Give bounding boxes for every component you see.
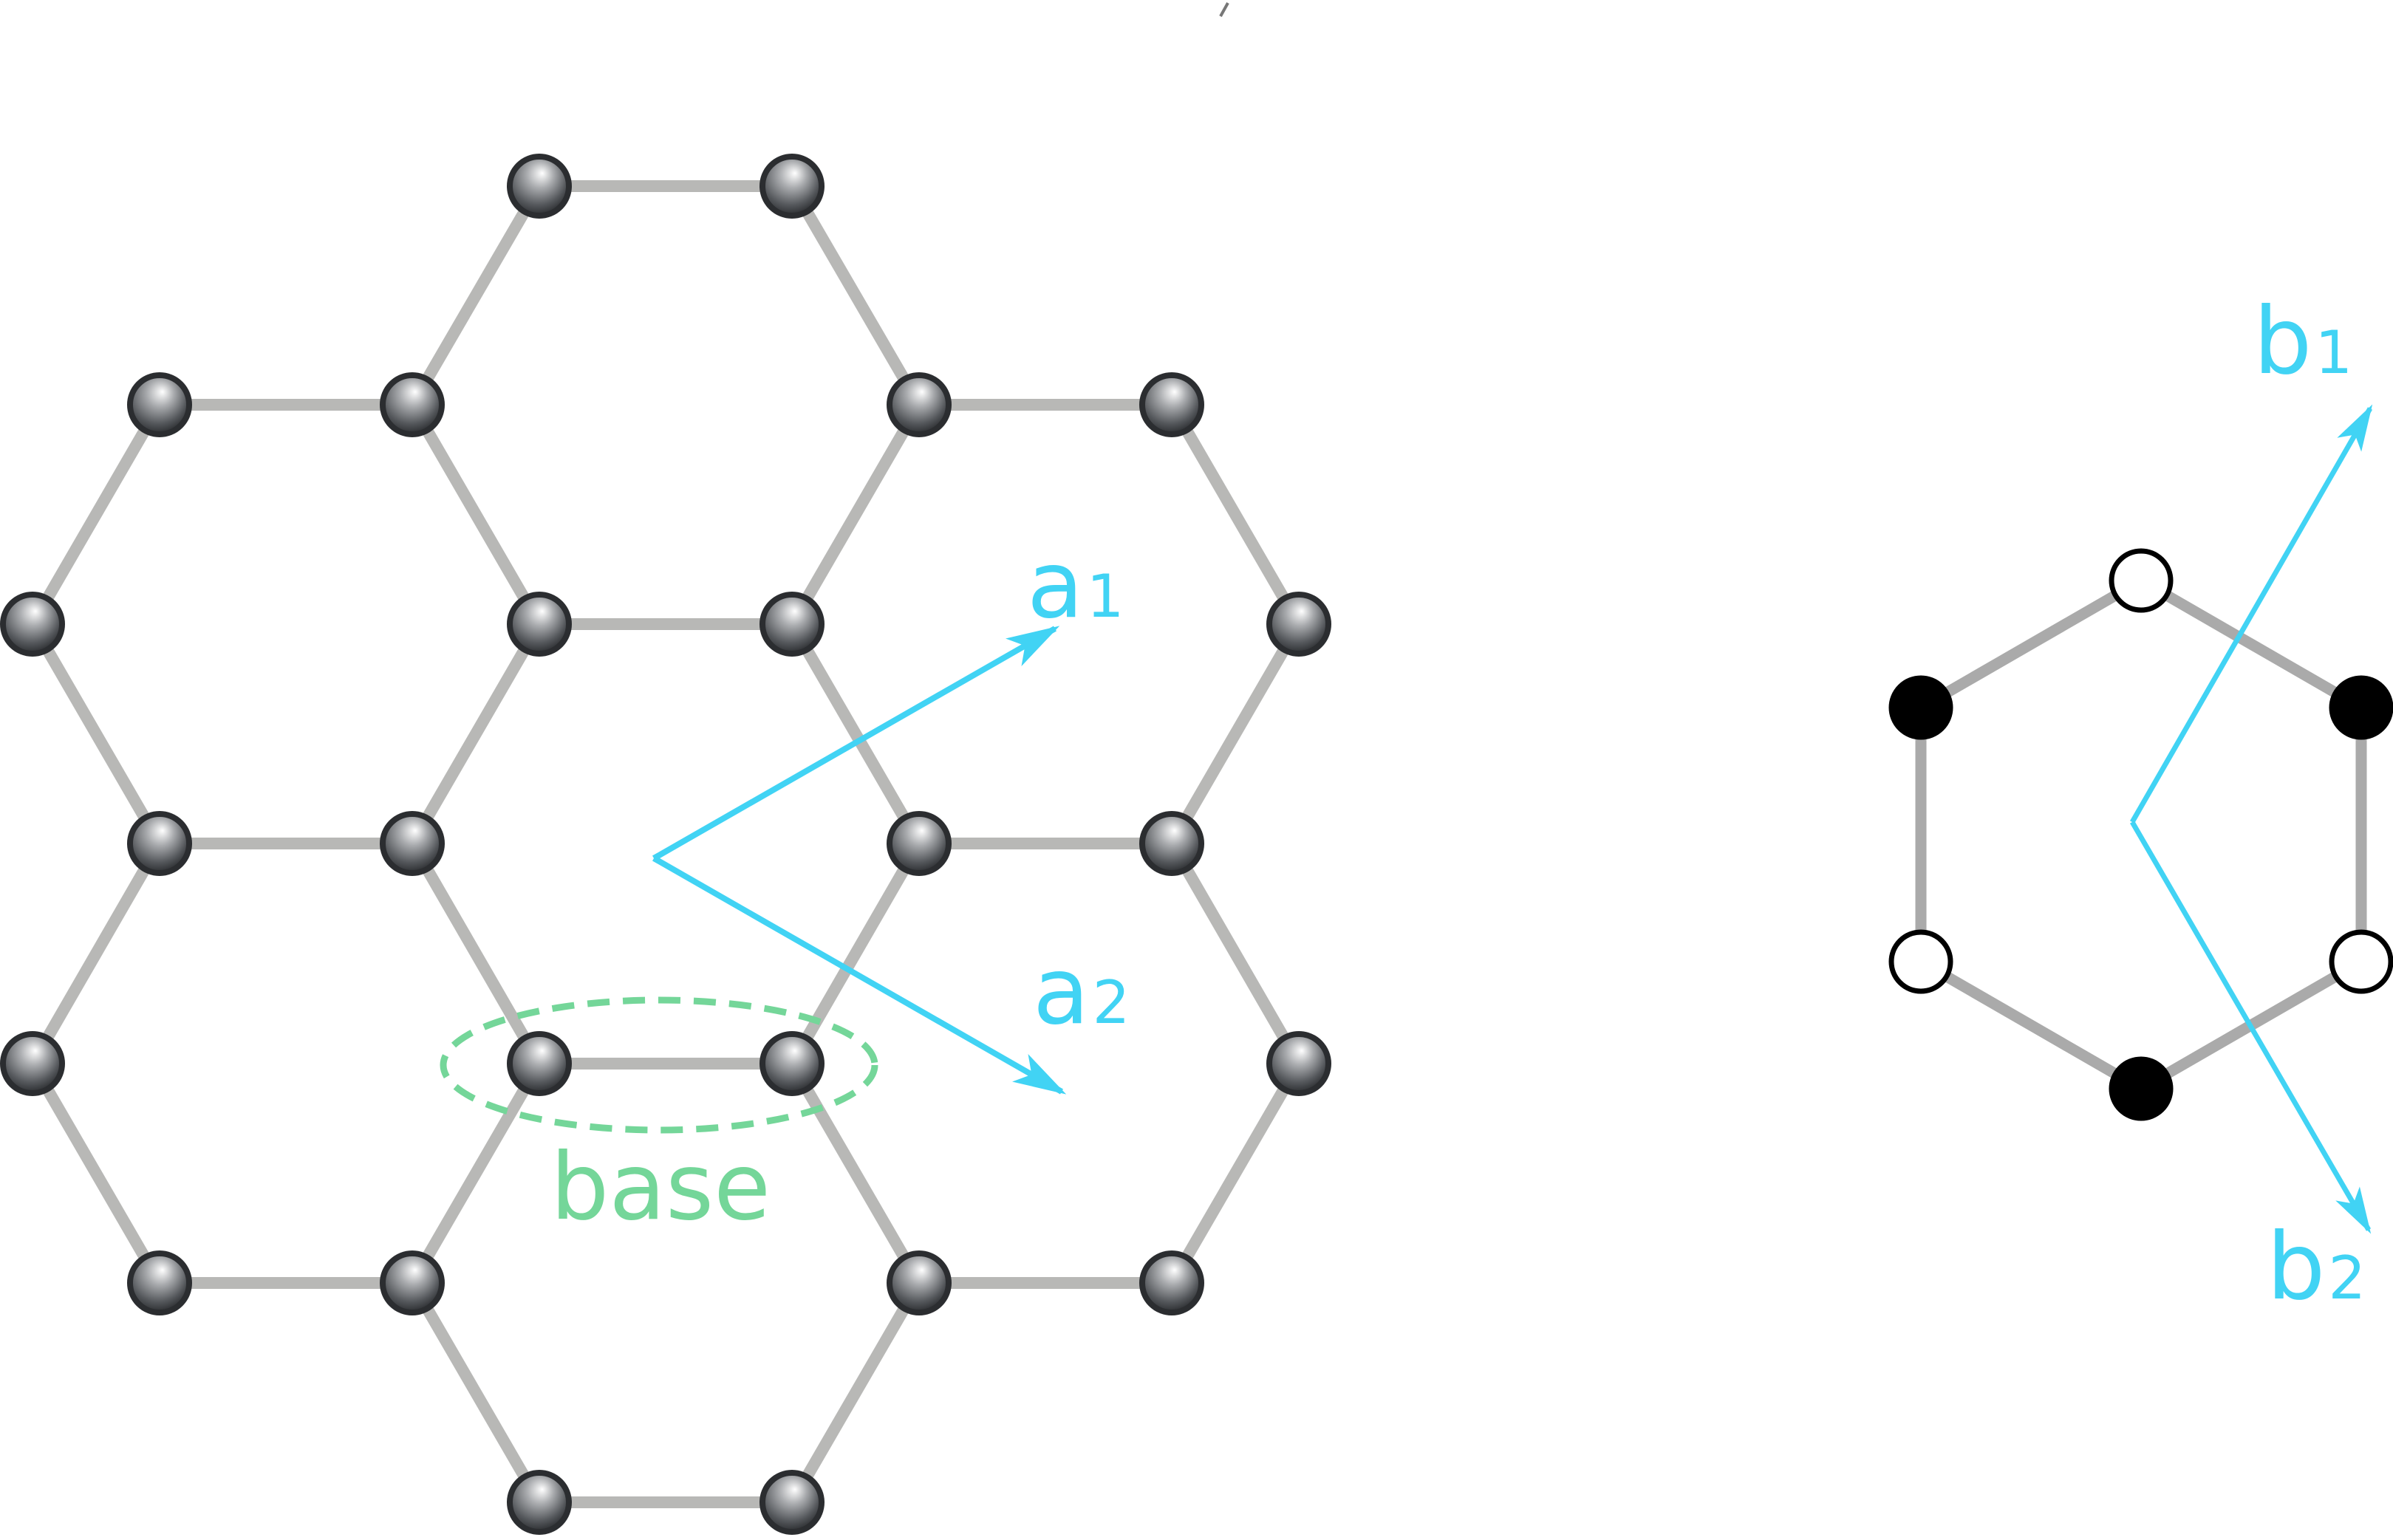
lattice-atom [507,592,572,657]
lattice-bond [407,1060,545,1287]
a2-vector [652,855,1067,1095]
lattice-atom [127,811,192,876]
reciprocal-point-open [1888,929,1953,994]
lattice-atom [0,592,65,657]
reciprocal-point-filled [2329,675,2393,740]
lattice-atom [759,592,825,657]
lattice-atom [1139,811,1204,876]
lattice-bond [407,401,545,628]
lattice-bond [787,1060,924,1287]
lattice-atom [1139,1250,1204,1315]
a2-label: a2 [1033,938,1130,1045]
a1-label: a1 [1027,532,1124,639]
lattice-atom [507,1470,572,1535]
lattice-bond [27,620,165,847]
lattice-atom [887,811,952,876]
b1-label: b1 [2253,288,2352,395]
reciprocal-point-filled [2109,1056,2174,1121]
b2-subscript: 2 [2328,1244,2366,1313]
lattice-bond [1167,620,1304,847]
lattice-atom [759,1470,825,1535]
b2-vector [2129,821,2372,1234]
lattice-atom [0,1031,65,1096]
lattice-bond [407,620,545,847]
reciprocal-cell-bonds [1915,575,2367,1094]
lattice-atom [127,1250,192,1315]
lattice-atom [759,154,825,219]
b1-vector [2129,404,2373,824]
lattice-atom [887,1250,952,1315]
reciprocal-point-filled [1888,675,1953,740]
lattice-atom [380,372,445,437]
a1-subscript: 1 [1087,562,1124,631]
lattice-bond [27,401,165,628]
lattice-bond [787,841,924,1067]
base-ellipse [440,996,878,1134]
lattice-atom [887,372,952,437]
lattice-bond [787,1279,924,1506]
reciprocal-bond [1918,956,2144,1094]
lattice-atom [759,1031,825,1096]
reciprocal-bond [2138,575,2364,713]
lattice-bond [787,182,924,408]
reciprocal-point-open [2329,929,2393,994]
lattice-bond [1167,401,1304,628]
b2-label: b2 [2267,1214,2366,1321]
lattice-atom [507,154,572,219]
real-lattice-atoms [0,154,1331,1535]
lattice-bond [787,401,924,628]
lattice-bond [407,841,545,1067]
base-label: base [550,1134,771,1241]
lattice-atom [1139,372,1204,437]
lattice-bond [1167,1060,1304,1287]
lattice-bond [27,1060,165,1287]
reciprocal-point-open [2109,548,2174,613]
lattice-bond [787,620,924,847]
lattice-atom [380,811,445,876]
lattice-atom [507,1031,572,1096]
reciprocal-cell-points [1888,548,2393,1121]
b1-subscript: 1 [2315,318,2352,387]
lattice-atom [1266,1031,1331,1096]
lattice-bond [407,182,545,408]
lattice-atom [1266,592,1331,657]
lattice-bond [27,841,165,1067]
a1-vector [652,626,1060,861]
reciprocal-bond [1918,575,2144,713]
lattice-atom [380,1250,445,1315]
lattice-bond [1167,841,1304,1067]
stray-mark [1219,2,1229,17]
a2-subscript: 2 [1093,968,1130,1037]
lattice-bond [407,1279,545,1506]
real-lattice-bonds [27,180,1304,1508]
lattice-atom [127,372,192,437]
